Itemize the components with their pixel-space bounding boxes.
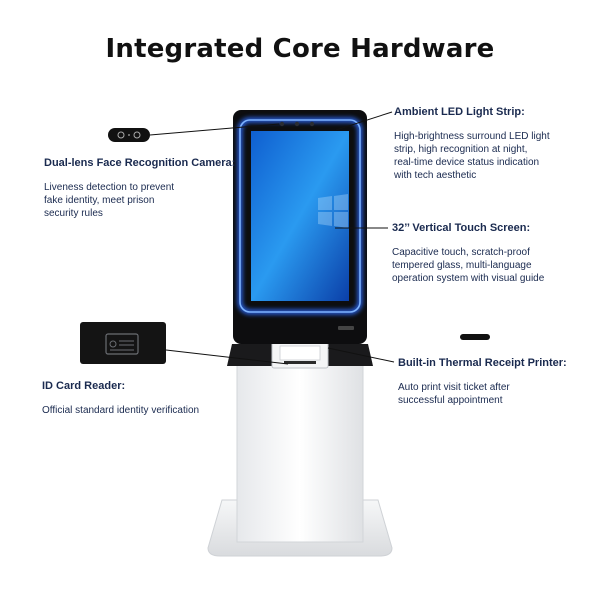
kiosk-body — [236, 359, 364, 543]
led-desc: High-brightness surround LED light strip… — [394, 130, 594, 182]
camera-desc-line: Liveness detection to prevent — [44, 182, 175, 193]
camera-desc-line: security rules — [44, 208, 103, 219]
printer-desc-line: successful appointment — [398, 395, 503, 406]
card-slot-icon — [338, 326, 354, 330]
camera-leader — [149, 123, 280, 136]
screen-desc-line: tempered glass, multi-language — [392, 260, 532, 271]
led-leader — [335, 111, 393, 131]
screen-logo-icon — [318, 194, 348, 228]
led-desc-line: real-time device status indication — [394, 157, 540, 168]
led-title: Ambient LED Light Strip: — [394, 106, 525, 118]
printer-icon — [460, 334, 490, 340]
diagram-title: Integrated Core Hardware — [105, 34, 495, 64]
screen-desc-line: Capacitive touch, scratch-proof — [392, 247, 530, 258]
bezel-camera-icon — [279, 121, 315, 127]
camera-icon — [108, 128, 150, 142]
camera-desc-line: fake identity, meet prison — [44, 195, 155, 206]
touch-screen — [251, 131, 349, 301]
camera-desc: Liveness detection to prevent fake ident… — [44, 181, 194, 220]
printer-desc: Auto print visit ticket after successful… — [398, 381, 588, 407]
printer-title: Built-in Thermal Receipt Printer: — [398, 357, 567, 369]
idcard-title: ID Card Reader: — [42, 380, 126, 392]
screen-title: 32’’ Vertical Touch Screen: — [392, 222, 531, 234]
idcard-desc-line: Official standard identity verification — [42, 405, 200, 416]
printer-leader — [327, 347, 395, 363]
idcard-desc: Official standard identity verification — [42, 404, 242, 417]
led-desc-line: High-brightness surround LED light — [394, 131, 550, 142]
led-desc-line: with tech aesthetic — [394, 170, 477, 181]
idcard-leader — [165, 349, 289, 365]
printer-desc-line: Auto print visit ticket after — [398, 382, 510, 393]
id-card-icon — [80, 322, 166, 364]
screen-desc-line: operation system with visual guide — [392, 273, 545, 284]
camera-title: Dual-lens Face Recognition Camera: — [44, 157, 236, 169]
screen-desc: Capacitive touch, scratch-proof tempered… — [392, 246, 592, 285]
led-desc-line: strip, high recognition at night, — [394, 144, 528, 155]
